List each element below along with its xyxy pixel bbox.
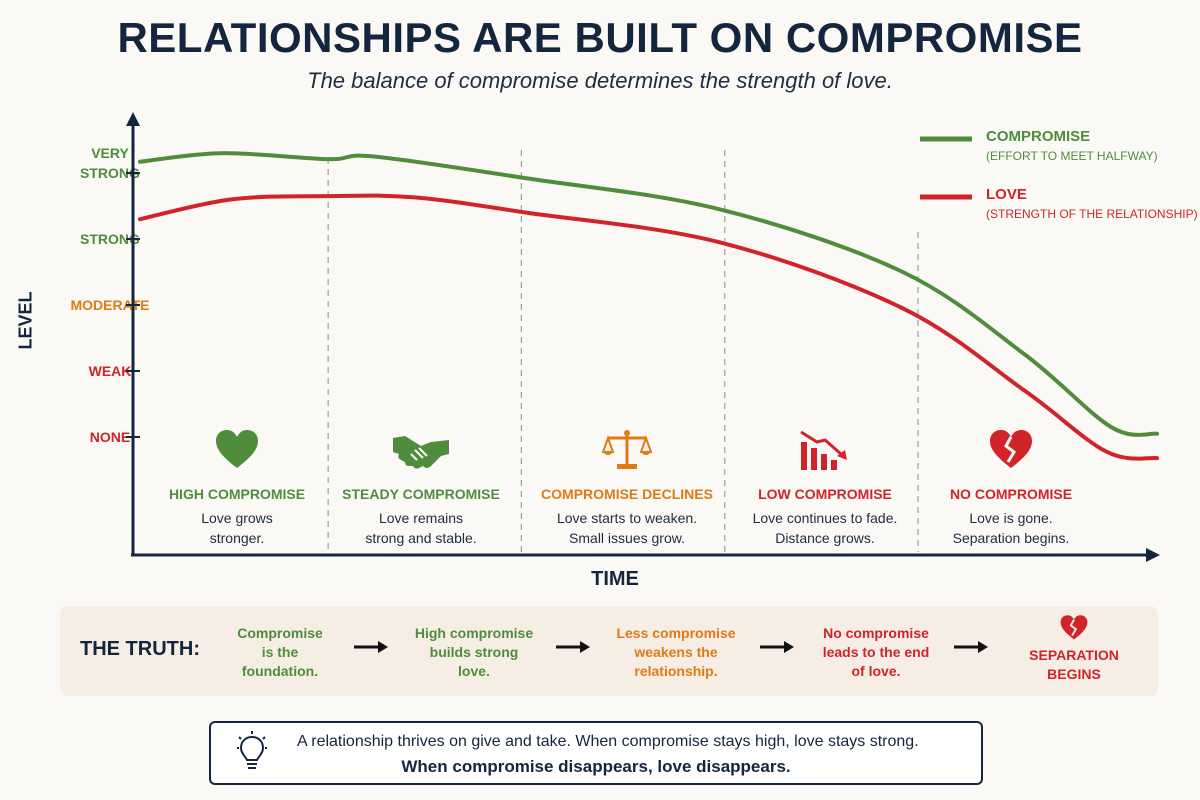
page-subtitle: The balance of compromise determines the… (307, 68, 893, 93)
legend-desc-love: (STRENGTH OF THE RELATIONSHIP) (986, 207, 1198, 221)
y-tick-label: MODERATE (70, 297, 150, 313)
broken-heart-icon (916, 428, 1106, 472)
phase-no-compromise: NO COMPROMISE Love is gone.Separation be… (916, 428, 1106, 548)
legend-desc-compromise: (EFFORT TO MEET HALFWAY) (986, 149, 1158, 163)
quote-emphasis: When compromise disappears, love disappe… (401, 757, 791, 776)
broken-heart-icon (1060, 615, 1088, 640)
x-axis-label: TIME (591, 568, 639, 590)
phase-title: LOW COMPROMISE (758, 486, 892, 502)
phase-low-compromise: LOW COMPROMISE Love continues to fade.Di… (730, 428, 920, 548)
legend-label-love: LOVE (986, 186, 1027, 203)
quote-panel: A relationship thrives on give and take.… (209, 721, 983, 785)
declining-chart-icon (730, 428, 920, 472)
legend-swatch-love (920, 194, 972, 200)
legend-swatch-compromise (920, 136, 972, 142)
phase-title: COMPROMISE DECLINES (541, 486, 713, 502)
phase-title: NO COMPROMISE (949, 486, 1073, 502)
arrow-right-icon (354, 641, 388, 653)
arrow-right-icon (760, 641, 794, 653)
phase-description: Love is gone.Separation begins. (952, 510, 1070, 546)
scales-icon (532, 428, 722, 472)
y-tick-label: WEAK (88, 363, 132, 379)
heart-icon (142, 428, 332, 472)
handshake-icon (326, 428, 516, 472)
legend-label-compromise: COMPROMISE (986, 128, 1091, 145)
arrow-right-icon (954, 641, 988, 653)
series-line-love (138, 193, 1159, 461)
y-axis-arrow (126, 112, 140, 126)
series-line-compromise (138, 151, 1159, 437)
line-chart (126, 112, 1160, 562)
page-title: RELATIONSHIPS ARE BUILT ON COMPROMISE (117, 14, 1083, 61)
y-tick-label: NONE (89, 429, 131, 445)
lightbulb-icon (237, 731, 267, 769)
arrow-right-icon (556, 641, 590, 653)
phase-description: Love continues to fade.Distance grows. (752, 510, 898, 546)
phase-compromise-declines: COMPROMISE DECLINES Love starts to weake… (532, 428, 722, 548)
phase-title: STEADY COMPROMISE (342, 486, 500, 502)
phase-description: Love starts to weaken.Small issues grow. (556, 510, 698, 546)
quote-text: A relationship thrives on give and take.… (297, 733, 919, 750)
truth-label: THE TRUTH: (80, 638, 200, 660)
y-tick-label: STRONG (80, 231, 140, 247)
phase-title: HIGH COMPROMISE (168, 486, 306, 502)
x-axis-arrow (1146, 548, 1160, 562)
